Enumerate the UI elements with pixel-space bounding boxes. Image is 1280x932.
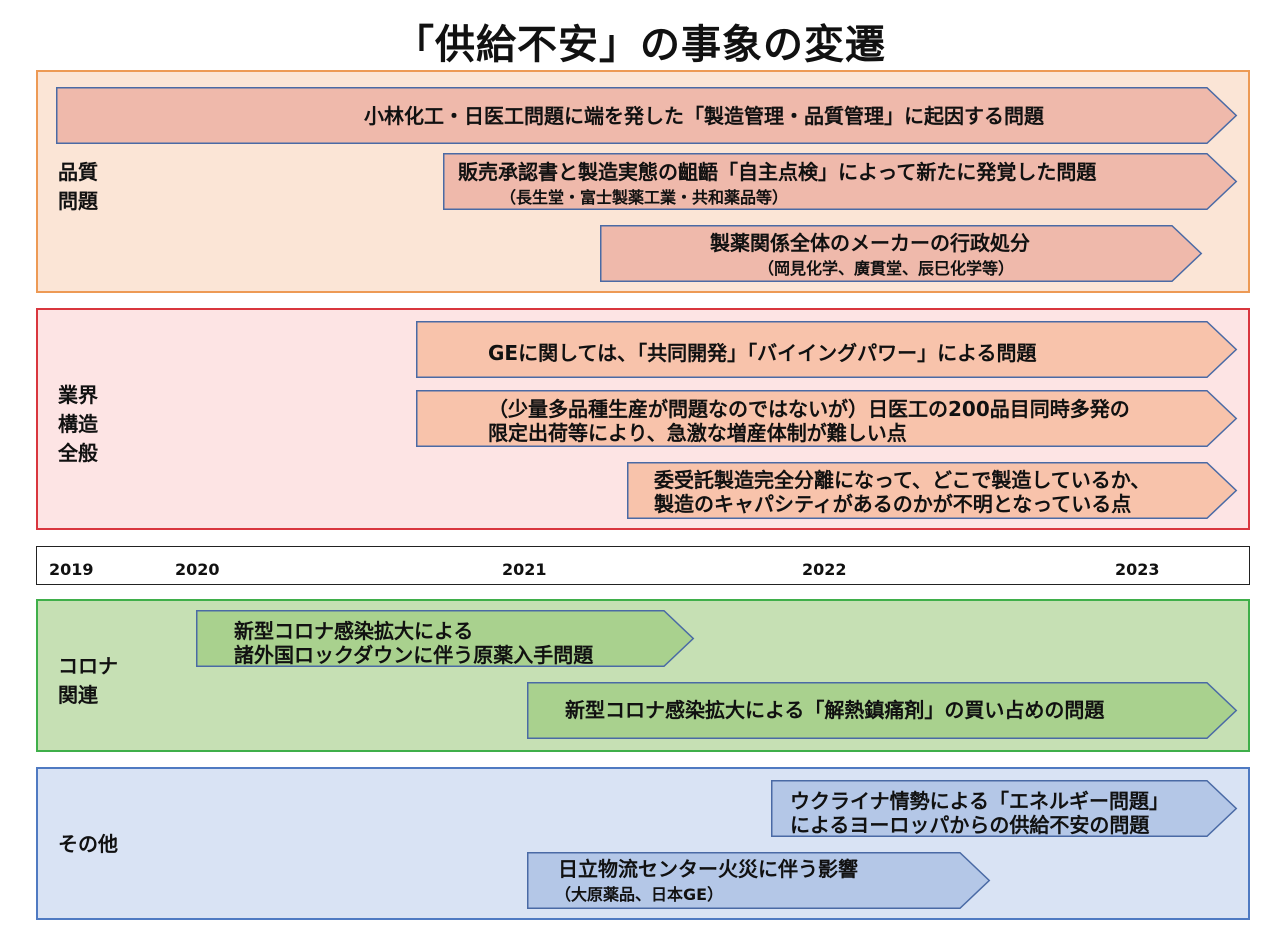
diagram-title: 「供給不安」の事象の変遷: [394, 22, 886, 68]
year-label-2022: 2022: [802, 560, 847, 579]
category-label-corona: コロナ 関連: [58, 654, 118, 707]
arrow-shape: [771, 780, 1238, 837]
arrow-hitachi: [527, 852, 991, 909]
event-antipyretic-text: 新型コロナ感染拡大による「解熱鎮痛剤」の買い占めの問題: [565, 698, 1105, 722]
event-nichiiko-line1: （少量多品種生産が問題なのではないが）日医工の200品目同時多発の: [488, 397, 1130, 421]
event-ge-text: GEに関しては、「共同開発」「バイイングパワー」による問題: [488, 341, 1037, 365]
year-label-2021: 2021: [502, 560, 547, 579]
event-nichiiko-line2: 限定出荷等により、急激な増産体制が難しい点: [488, 421, 907, 445]
arrow-antipyretic: [527, 682, 1238, 739]
timeline-bar: [36, 546, 1250, 585]
event-hitachi-text: 日立物流センター火災に伴う影響: [558, 857, 858, 881]
arrow-shape: [56, 87, 1238, 144]
category-label-industry: 業界 構造 全般: [58, 383, 98, 465]
event-hitachi-subtext: （大原薬品、日本GE）: [555, 885, 724, 904]
event-outsourcing-line1: 委受託製造完全分離になって、どこで製造しているか、: [654, 468, 1151, 492]
event-lockdown-line2: 諸外国ロックダウンに伴う原薬入手問題: [234, 643, 594, 667]
year-label-2020: 2020: [175, 560, 220, 579]
arrow-admin: [600, 225, 1203, 282]
year-label-2023: 2023: [1115, 560, 1160, 579]
arrow-kobayashi: [56, 87, 1238, 144]
arrow-shape: [627, 462, 1238, 519]
arrow-nichiiko: [416, 390, 1238, 447]
arrow-shape: [527, 852, 991, 909]
arrow-approval: [443, 153, 1238, 210]
event-approval-text: 販売承認書と製造実態の齟齬「自主点検」によって新たに発覚した問題: [458, 160, 1097, 184]
arrow-shape: [443, 153, 1238, 210]
event-ukraine-line1: ウクライナ情勢による「エネルギー問題」: [790, 789, 1169, 813]
category-label-other: その他: [58, 832, 118, 856]
arrow-shape: [416, 321, 1238, 378]
arrow-shape: [196, 610, 695, 667]
arrow-ge: [416, 321, 1238, 378]
arrow-lockdown: [196, 610, 695, 667]
category-label-quality: 品質 問題: [58, 160, 98, 213]
event-lockdown-line1: 新型コロナ感染拡大による: [234, 619, 474, 643]
event-kobayashi-text: 小林化工・日医工問題に端を発した「製造管理・品質管理」に起因する問題: [364, 104, 1044, 128]
arrow-ukraine: [771, 780, 1238, 837]
event-admin-subtext: （岡見化学、廣貫堂、辰巳化学等）: [758, 259, 1015, 278]
event-outsourcing-line2: 製造のキャパシティがあるのかが不明となっている点: [654, 492, 1132, 516]
event-approval-subtext: （長生堂・富士製薬工業・共和薬品等）: [500, 188, 789, 207]
arrow-shape: [527, 682, 1238, 739]
arrow-shape: [600, 225, 1203, 282]
event-admin-text: 製薬関係全体のメーカーの行政処分: [710, 231, 1030, 255]
arrow-shape: [416, 390, 1238, 447]
arrow-outsourcing: [627, 462, 1238, 519]
year-label-2019: 2019: [49, 560, 94, 579]
event-ukraine-line2: によるヨーロッパからの供給不安の問題: [790, 813, 1150, 837]
